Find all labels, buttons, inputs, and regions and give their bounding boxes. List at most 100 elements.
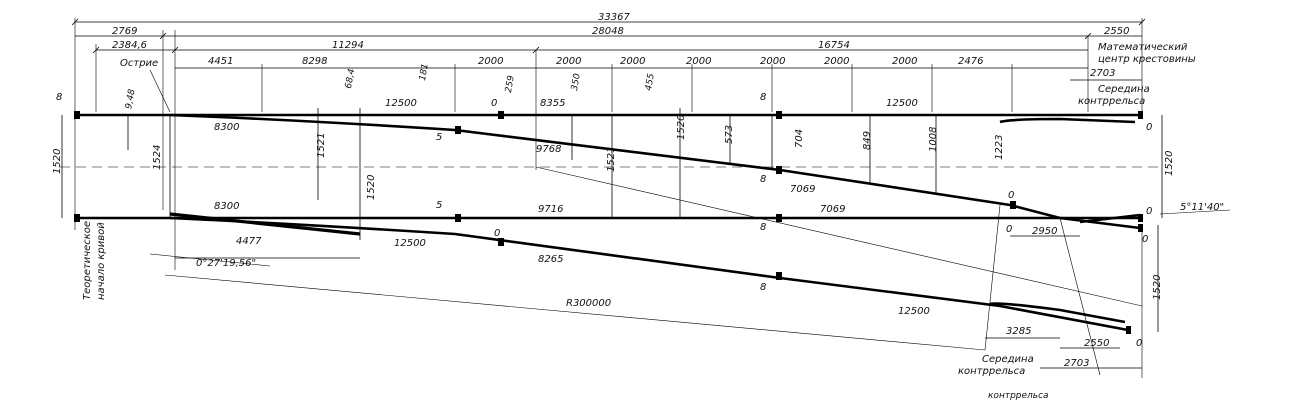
val-0-right-mid: 0 (1146, 206, 1152, 217)
val-2703-bottom: 2703 (1064, 358, 1089, 369)
joint-1 (74, 111, 80, 119)
val-8-left: 8 (56, 92, 62, 103)
val-2950: 2950 (1032, 226, 1057, 237)
dim-row3-2: 8298 (302, 56, 327, 67)
val-12500-b: 12500 (886, 98, 918, 109)
diverging-rail-outer (169, 216, 1129, 332)
angle-frog-leader (1159, 209, 1231, 215)
val-0-right-upper: 0 (1146, 122, 1152, 133)
val-259: 259 (504, 75, 517, 94)
joint-3 (498, 111, 504, 119)
label-bottom-cut: контррельса (988, 391, 1049, 400)
joint-10 (498, 238, 504, 246)
joint-8 (776, 166, 782, 174)
val-4477: 4477 (236, 236, 262, 247)
val-8-joint: 8 (760, 92, 766, 103)
diverging-rail-inner (169, 113, 1061, 220)
val-8-mid: 8 (760, 174, 766, 185)
top-dimension-lines (71, 18, 1146, 69)
val-7069-b: 7069 (820, 204, 845, 215)
dim-row3-3: 2000 (478, 56, 503, 67)
val-1520-right: 1520 (1164, 151, 1175, 176)
dim-2703-top: 2703 (1090, 68, 1115, 79)
val-8355: 8355 (540, 98, 565, 109)
val-9716: 9716 (538, 204, 563, 215)
val-1520-lower-right: 1520 (1152, 275, 1163, 300)
ordinate-lines (61, 108, 1163, 332)
val-8265: 8265 (538, 254, 563, 265)
dim-top-3: 2550 (1104, 26, 1129, 37)
val-2550-bottom: 2550 (1084, 338, 1109, 349)
dim-row3-5: 2000 (620, 56, 645, 67)
val-8300-upper: 8300 (214, 122, 239, 133)
angle-start-leader (149, 253, 271, 267)
val-12500-a: 12500 (385, 98, 417, 109)
label-math-center-2: центр крестовины (1098, 54, 1196, 65)
val-3285: 3285 (1006, 326, 1031, 337)
bottom-dimension-lines (175, 235, 1142, 369)
val-0-frog: 0 (1008, 190, 1014, 201)
dim-overall: 33367 (598, 12, 630, 23)
val-8-bottom: 8 (760, 282, 766, 293)
frog-wing (1079, 213, 1141, 224)
val-948: 9,48 (124, 88, 137, 110)
val-0-right-lower: 0 (1142, 234, 1148, 245)
val-350: 350 (570, 73, 583, 92)
val-5-lower: 5 (436, 200, 442, 211)
joint-6 (455, 126, 461, 134)
val-12500-c: 12500 (394, 238, 426, 249)
label-radius: R300000 (566, 298, 611, 309)
val-1008: 1008 (928, 127, 939, 152)
label-theoretical-1: Теоретическое (82, 221, 93, 300)
val-1521-a: 1521 (316, 133, 327, 158)
dim-row3-7: 2000 (760, 56, 785, 67)
dim-row3-10: 2476 (958, 56, 983, 67)
val-0-a: 0 (491, 98, 497, 109)
val-1520-mid: 1520 (366, 175, 377, 200)
dim-row3-4: 2000 (556, 56, 581, 67)
val-5-upper: 5 (436, 132, 442, 143)
val-angle-start: 0°27'19,56" (196, 258, 256, 269)
guard-rail-upper (999, 117, 1136, 124)
val-angle-frog: 5°11'40" (1180, 202, 1224, 213)
val-0-lower: 0 (1006, 224, 1012, 235)
helper-line-1 (535, 166, 1143, 307)
val-1520-c: 1520 (676, 115, 687, 140)
val-12500-d: 12500 (898, 306, 930, 317)
label-kontrrelsa-top: контррельса (1078, 96, 1145, 107)
dim-row3-6: 2000 (686, 56, 711, 67)
switch-rail-lower (169, 212, 361, 236)
joint-5 (776, 214, 782, 222)
joint-7 (455, 214, 461, 222)
joint-4 (776, 111, 782, 119)
val-9768: 9768 (536, 144, 561, 155)
val-1520-left: 1520 (52, 149, 63, 174)
joint-12 (1138, 111, 1143, 119)
val-849: 849 (862, 131, 873, 150)
val-1524: 1524 (152, 145, 163, 170)
val-684: 68,4 (344, 68, 357, 90)
guard-rail-lower (989, 302, 1126, 324)
label-theoretical-2: начало кривой (96, 222, 107, 300)
joint-2 (74, 214, 80, 222)
dim-row2-3: 16754 (818, 40, 850, 51)
dim-row2-2: 11294 (332, 40, 364, 51)
dim-top-1: 2769 (112, 26, 137, 37)
rail-joints (74, 111, 1143, 334)
val-7069-a: 7069 (790, 184, 815, 195)
label-seredina-bottom: Середина (982, 354, 1034, 365)
helper-line-2 (984, 204, 1001, 351)
joint-11 (1010, 201, 1016, 209)
val-0-bottom: 0 (1136, 338, 1142, 349)
val-8-lower: 8 (760, 222, 766, 233)
dim-row2-1: 2384,6 (112, 40, 147, 51)
dim-row3-1: 4451 (208, 56, 233, 67)
joint-15 (1138, 224, 1143, 232)
val-573: 573 (724, 125, 735, 144)
val-704: 704 (794, 129, 805, 148)
label-math-center-1: Математический (1098, 42, 1188, 53)
label-ostrie: Острие (120, 58, 158, 69)
dim-row3-9: 2000 (892, 56, 917, 67)
radius-line (164, 274, 986, 351)
